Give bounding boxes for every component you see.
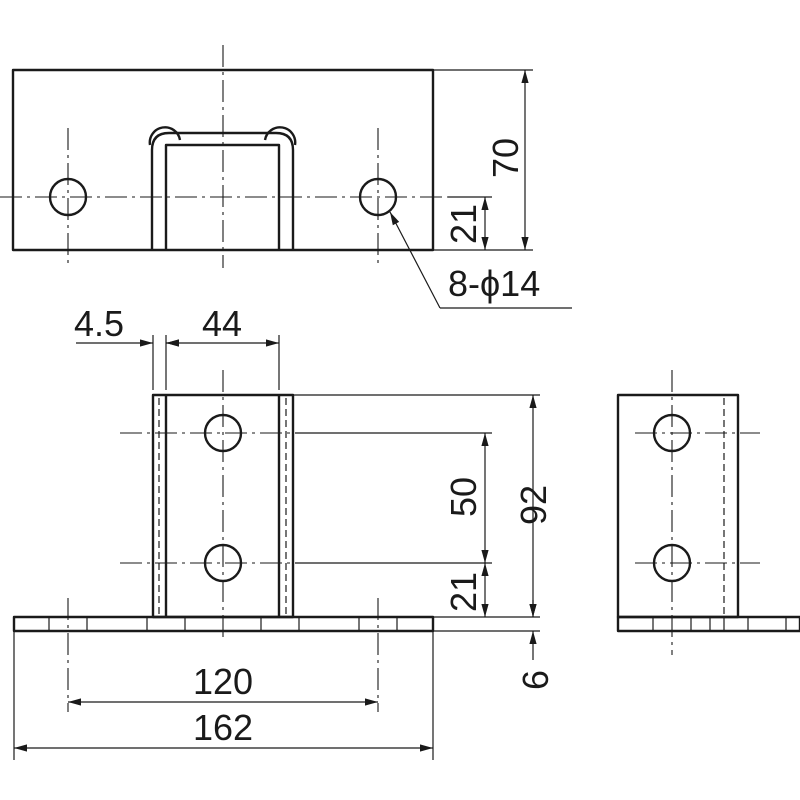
dim-front-height-92: 92 [513,485,554,525]
dim-channel-width-44: 44 [202,303,242,344]
dim-top-height-70: 70 [485,138,526,178]
top-view: 70 21 8-ϕ14 [0,45,572,309]
top-view-bolt-left [148,126,182,146]
dim-base-hole-pitch-120: 120 [193,661,253,702]
side-view-base-hidden-holes [652,617,787,631]
dim-gap-4-5: 4.5 [74,303,124,344]
dim-overall-width-162: 162 [193,707,253,748]
dim-front-hole-offset-21: 21 [443,572,484,612]
hole-callout: 8-ϕ14 [448,263,540,304]
side-view-base-plate [616,615,800,633]
front-view: 50 21 92 6 4.5 44 [12,303,556,760]
front-view-base-hidden-holes [48,617,398,631]
top-view-bolt-right [263,126,297,146]
dim-base-thickness-6: 6 [515,670,556,690]
dim-top-hole-offset-21: 21 [443,204,484,244]
dim-hole-pitch-50: 50 [443,477,484,517]
side-view [616,370,800,655]
side-view-upright [616,393,740,619]
